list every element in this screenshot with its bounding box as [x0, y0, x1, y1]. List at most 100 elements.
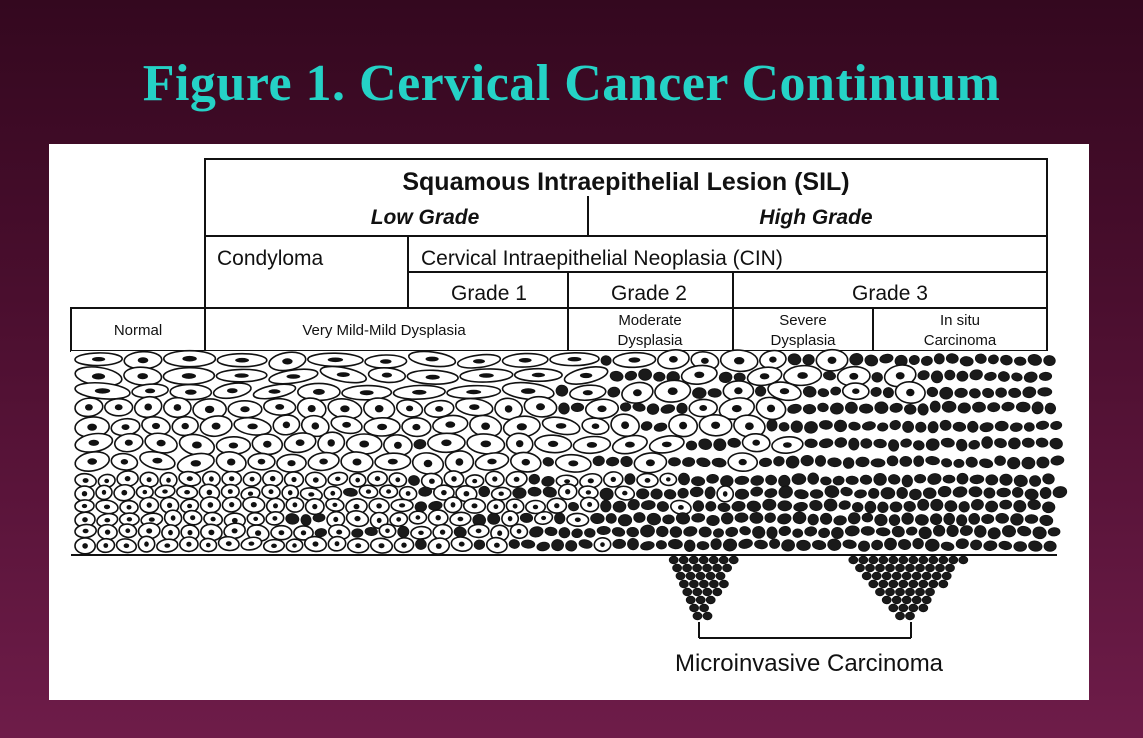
cell-nucleus — [312, 422, 320, 429]
atypical-cell — [866, 564, 875, 572]
atypical-cell — [651, 489, 663, 500]
cell-nucleus — [188, 530, 193, 535]
cell-nucleus — [669, 356, 678, 363]
cell-nucleus — [104, 518, 110, 522]
atypical-cell — [686, 441, 697, 451]
cell-nucleus — [335, 477, 340, 481]
cell-nucleus — [282, 358, 292, 364]
atypical-cell — [559, 527, 571, 538]
atypical-cell — [723, 564, 732, 572]
cell-nucleus — [251, 502, 257, 507]
atypical-cell — [819, 420, 832, 429]
cell-nucleus — [313, 477, 319, 482]
atypical-cell — [1000, 474, 1013, 486]
cell-nucleus — [103, 543, 108, 548]
cell-nucleus — [291, 477, 296, 482]
cell-nucleus — [89, 440, 100, 446]
sil-header: Squamous Intraepithelial Lesion (SIL) — [402, 168, 849, 196]
condyloma-label: Condyloma — [217, 247, 324, 270]
atypical-cell — [902, 513, 914, 525]
cell-nucleus — [191, 460, 201, 466]
cell-nucleus — [600, 542, 605, 547]
cell-nucleus — [87, 458, 97, 464]
cell-nucleus — [783, 442, 792, 448]
atypical-cell — [899, 604, 908, 612]
atypical-cell — [1007, 457, 1020, 469]
atypical-cell — [972, 402, 985, 412]
atypical-cell — [713, 564, 722, 572]
atypical-cell — [713, 588, 722, 596]
atypical-cell — [679, 580, 688, 588]
cell-nucleus — [83, 478, 89, 483]
atypical-cell — [856, 564, 865, 572]
atypical-cell — [902, 475, 913, 487]
atypical-cell — [919, 604, 928, 612]
atypical-cell — [1044, 541, 1057, 552]
cell-nucleus — [699, 405, 707, 411]
cell-nucleus — [621, 421, 629, 429]
atypical-cell — [936, 564, 945, 572]
atypical-cell — [1012, 487, 1023, 497]
atypical-cell — [699, 580, 708, 588]
cell-nucleus — [270, 476, 276, 481]
cell-nucleus — [554, 503, 559, 508]
atypical-cell — [600, 488, 614, 501]
cell-nucleus — [580, 373, 592, 378]
atypical-cell — [1039, 372, 1052, 381]
cell-nucleus — [583, 390, 593, 395]
cell-nucleus — [258, 459, 266, 465]
atypical-cell — [859, 404, 873, 413]
dysplasia-row-frame — [71, 308, 1047, 351]
cell-nucleus — [451, 476, 456, 482]
microinvasive-carcinoma-label: Microinvasive Carcinoma — [675, 650, 944, 677]
atypical-cell — [856, 457, 870, 467]
atypical-cell — [942, 572, 951, 580]
moderate-dysplasia-line1: Moderate — [618, 312, 681, 329]
cell-nucleus — [586, 490, 591, 494]
grade-1-label: Grade 1 — [451, 282, 527, 305]
cell-nucleus — [625, 442, 635, 448]
atypical-cell — [945, 370, 955, 380]
atypical-cell — [892, 596, 901, 604]
atypical-cell — [1016, 402, 1030, 412]
cell-nucleus — [292, 543, 297, 547]
cell-nucleus — [797, 372, 808, 379]
cell-nucleus — [394, 442, 402, 449]
atypical-cell — [902, 572, 911, 580]
cell-nucleus — [124, 543, 130, 548]
cell-nucleus — [360, 390, 374, 395]
cell-nucleus — [487, 459, 496, 465]
atypical-cell — [881, 487, 895, 499]
cell-nucleus — [565, 489, 570, 494]
atypical-cell — [1042, 501, 1055, 513]
atypical-cell — [922, 572, 931, 580]
atypical-cell — [683, 588, 692, 596]
atypical-cell — [926, 564, 935, 572]
cell-nucleus — [162, 489, 168, 493]
atypical-cell — [930, 401, 940, 412]
cell-nucleus — [406, 406, 413, 412]
atypical-cell — [861, 438, 872, 448]
cell-nucleus — [458, 517, 464, 522]
cell-nucleus — [469, 404, 479, 410]
cell-nucleus — [396, 517, 401, 522]
cell-nucleus — [235, 373, 249, 377]
epithelium-illustration — [71, 348, 1068, 620]
cell-nucleus — [313, 541, 319, 546]
cell-nucleus — [424, 460, 433, 467]
atypical-cell — [954, 459, 964, 467]
atypical-cell — [931, 499, 944, 511]
atypical-cell — [662, 515, 674, 525]
cell-nucleus — [564, 479, 570, 483]
severe-dysplasia-line2: Dysplasia — [770, 332, 836, 349]
atypical-cell — [528, 487, 541, 496]
cell-nucleus — [328, 358, 343, 363]
atypical-cell — [793, 529, 803, 538]
cell-nucleus — [269, 389, 281, 393]
atypical-cell — [909, 489, 922, 500]
atypical-cell — [686, 596, 695, 604]
cell-nucleus — [82, 491, 87, 496]
cell-nucleus — [328, 439, 335, 446]
cell-nucleus — [896, 372, 905, 379]
cell-nucleus — [436, 543, 442, 549]
